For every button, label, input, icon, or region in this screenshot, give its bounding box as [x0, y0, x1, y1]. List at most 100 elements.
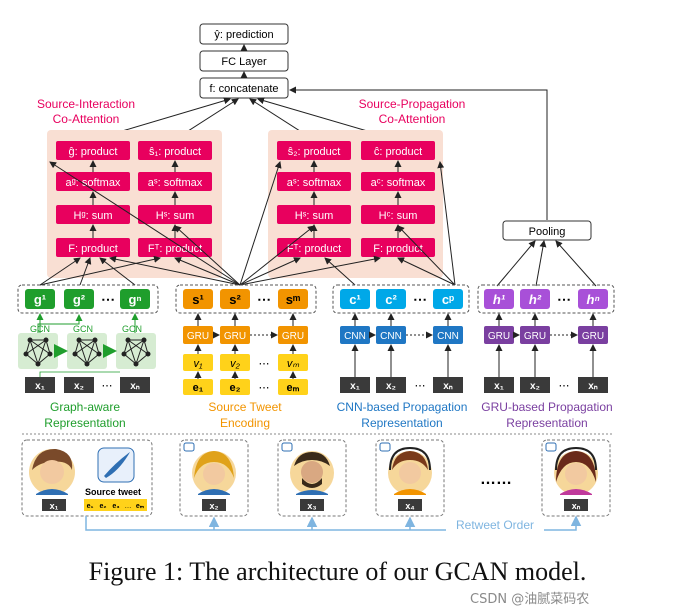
gcn-section: GCN GCN GCN	[18, 313, 156, 384]
ca-box: ŝ₂: product	[288, 146, 341, 158]
source-section-label-2: Encoding	[220, 416, 270, 430]
ellipsis: ⋯	[101, 291, 115, 307]
gru-cell: GRU	[282, 331, 304, 342]
ellipsis: ⋯	[259, 382, 270, 394]
g-vector: g¹	[34, 292, 46, 307]
gru-cell: GRU	[582, 331, 604, 342]
c-vector: c²	[385, 292, 397, 307]
ca-right-col-1: ŝ₂: product aˢ: softmax Hˢ: sum Fᵀ: prod…	[277, 141, 351, 257]
x-inputs: x₁ x₂ ⋯ xₙ x₁ x₂ ⋯ xₙ x₁ x₂ ⋯ xₙ	[25, 344, 608, 393]
ca-box: F: product	[68, 243, 118, 255]
pooling-box-outline	[502, 220, 592, 241]
x-token: x₁	[494, 381, 504, 392]
gru-cell: GRU	[224, 331, 246, 342]
h-vector: h¹	[493, 292, 506, 307]
gcn-label: GCN	[73, 324, 93, 334]
user-label: x₄	[405, 501, 414, 511]
right-coattention-title-1: Source-Propagation	[359, 97, 466, 111]
g-vector: gⁿ	[128, 292, 141, 307]
h-vector: h²	[529, 292, 542, 307]
ca-box: aᶜ: softmax	[371, 177, 426, 189]
retweet-order-label: Retweet Order	[456, 518, 534, 532]
user-label: x₁	[50, 501, 59, 511]
ca-left-col-1: ĝ: product aᵍ: softmax Hᵍ: sum F: produc…	[56, 141, 130, 257]
ellipsis: ⋯	[413, 291, 427, 307]
c-vector: c¹	[349, 292, 361, 307]
ellipsis: ⋯	[559, 380, 570, 392]
x-token: x₁	[350, 381, 360, 392]
source-representation-group	[175, 284, 317, 314]
ca-right-col-2: ĉ: product aᶜ: softmax Hᶜ: sum F: produc…	[361, 141, 435, 257]
retweet-icon	[379, 442, 391, 452]
ca-box: aᵍ: softmax	[66, 177, 121, 189]
graph-representation-group	[17, 284, 159, 314]
cnn-section-label-1: CNN-based Propagation	[337, 400, 468, 414]
left-coattention-title-1: Source-Interaction	[37, 97, 135, 111]
watermark: CSDN @油腻菜码农	[470, 592, 590, 607]
source-user-panel: Source tweet x₁ e₁ e₂ e₃ … eₘ	[21, 439, 153, 517]
retweet-icon	[281, 442, 293, 452]
ellipsis: ⋯	[257, 291, 271, 307]
token: e₃	[112, 503, 119, 510]
ca-box: aˢ: softmax	[287, 177, 342, 189]
gru-prop-row: GRU GRU GRU	[484, 313, 608, 344]
cnn-section-label-2: Representation	[361, 416, 442, 430]
v-token: v₁	[194, 358, 204, 370]
cnn-row: CNN CNN CNN	[340, 313, 463, 344]
gru-cell: GRU	[524, 331, 546, 342]
x-token: x₁	[35, 381, 45, 392]
g-vector: g²	[73, 292, 86, 307]
ellipsis: ⋯	[102, 380, 113, 392]
ca-box: F: product	[373, 243, 423, 255]
user-label: xₙ	[572, 501, 581, 511]
user-label: x₃	[307, 501, 316, 511]
cnn-cell: CNN	[344, 331, 366, 342]
pooling-box: Pooling	[529, 226, 566, 238]
ca-box: Fᵀ: product	[148, 243, 202, 255]
e-token: e₁	[193, 382, 204, 394]
ca-box: Hˢ: sum	[156, 210, 195, 222]
x-token: xₙ	[443, 381, 453, 392]
token: e₁	[87, 503, 94, 510]
retweet-user-4: x₄	[375, 439, 445, 517]
x-token: x₂	[386, 381, 396, 392]
ca-box: Hᶜ: sum	[379, 210, 418, 222]
s-vector: s²	[229, 292, 241, 307]
v-token: v₂	[230, 358, 241, 370]
source-gru-row: GRU GRU GRU v₁ v₂ ⋯ vₘ e₁ e₂ ⋯ eₘ	[183, 313, 308, 395]
pooling-arrows	[496, 240, 597, 287]
representation-to-coattention-arrows	[39, 161, 456, 286]
retweet-icon	[183, 442, 195, 452]
figure-caption: Figure 1: The architecture of our GCAN m…	[88, 557, 587, 586]
x-token: xₙ	[130, 381, 140, 392]
v-token: vₘ	[287, 358, 300, 370]
token: eₘ	[136, 503, 145, 510]
gcn-label: GCN	[122, 324, 142, 334]
s-vector: sᵐ	[286, 292, 301, 307]
token: …	[125, 503, 132, 510]
x-token: x₂	[74, 381, 84, 392]
ca-box: Hˢ: sum	[295, 210, 334, 222]
ca-box: ĝ: product	[69, 146, 118, 158]
retweet-user-2: x₂	[179, 439, 249, 517]
ca-box: ĉ: product	[374, 146, 422, 158]
concatenate-box: f: concatenate	[209, 83, 278, 95]
ellipsis: ⋯	[259, 358, 270, 370]
cnn-cell: CNN	[380, 331, 402, 342]
c-vector: cᵖ	[442, 292, 454, 307]
graph-section-label-1: Graph-aware	[50, 400, 120, 414]
ca-box: aˢ: softmax	[148, 177, 203, 189]
retweet-icon	[545, 442, 557, 452]
ca-left-col-2: ŝ₁: product aˢ: softmax Hˢ: sum Fᵀ: prod…	[138, 141, 212, 257]
source-tweet-label: Source tweet	[85, 487, 141, 497]
retweet-order: Retweet Order	[85, 515, 582, 533]
gru-section-label-1: GRU-based Propagation	[481, 400, 612, 414]
ca-box: Fᵀ: product	[287, 243, 341, 255]
fc-layer-box: FC Layer	[221, 56, 267, 68]
users-ellipsis: ……	[480, 471, 512, 488]
e-token: e₂	[229, 382, 240, 394]
right-coattention-title-2: Co-Attention	[379, 112, 446, 126]
s-vector: s¹	[192, 292, 204, 307]
ellipsis: ⋯	[557, 291, 571, 307]
